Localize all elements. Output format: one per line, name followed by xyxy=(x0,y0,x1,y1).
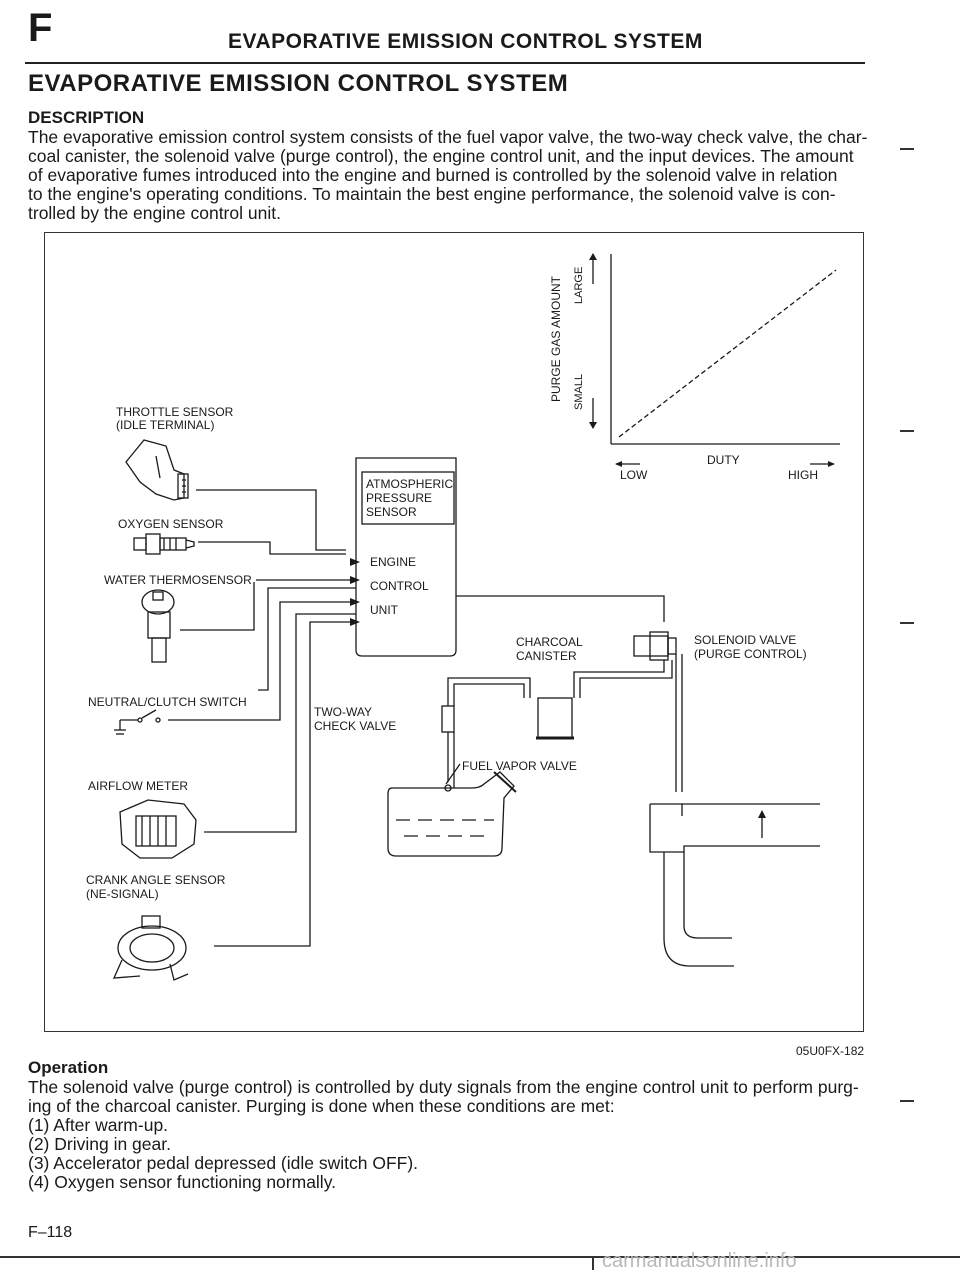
evap-system-diagram: PURGE GAS AMOUNT SMALL LARGE DUTY LOW HI… xyxy=(86,253,840,981)
arrow-head xyxy=(589,422,597,429)
throttle-sensor-sublabel: (IDLE TERMINAL) xyxy=(116,418,214,432)
crank-angle-sensor-label: CRANK ANGLE SENSOR xyxy=(86,873,226,887)
watermark: carmanualsonline.info xyxy=(602,1250,797,1272)
operation-paragraph: The solenoid valve (purge control) is co… xyxy=(28,1078,859,1192)
engine-control-unit-block: ATMOSPHERIC PRESSURE SENSOR ENGINE CONTR… xyxy=(355,457,457,657)
water-thermosensor-drawing xyxy=(141,589,175,663)
description-heading: DESCRIPTION xyxy=(28,108,145,127)
arrow-head xyxy=(828,461,835,467)
margin-mark xyxy=(900,148,914,150)
duty-graph: PURGE GAS AMOUNT SMALL LARGE DUTY LOW HI… xyxy=(549,253,840,482)
graph-y-large: LARGE xyxy=(573,267,585,304)
figure-code: 05U0FX-182 xyxy=(796,1044,865,1058)
vapor-piping xyxy=(447,654,683,792)
arrow-head xyxy=(615,461,622,467)
graph-x-high: HIGH xyxy=(788,468,818,482)
water-thermosensor-label: WATER THERMOSENSOR xyxy=(104,573,252,587)
margin-mark xyxy=(900,622,914,624)
operation-line: (1) After warm-up. xyxy=(28,1115,169,1135)
two-way-check-valve-drawing xyxy=(441,705,455,733)
graph-y-small: SMALL xyxy=(573,374,585,410)
operation-line: (3) Accelerator pedal depressed (idle sw… xyxy=(28,1153,419,1173)
solenoid-valve-drawing xyxy=(633,631,677,661)
throttle-sensor-label: THROTTLE SENSOR xyxy=(116,405,234,419)
airflow-meter-drawing xyxy=(119,799,197,859)
solenoid-valve-label: SOLENOID VALVE xyxy=(694,633,796,647)
graph-duty-line xyxy=(618,269,837,438)
fuel-tank-drawing xyxy=(387,771,517,857)
ecu-input-arrows xyxy=(350,558,360,626)
fuel-vapor-valve-label: FUEL VAPOR VALVE xyxy=(462,759,577,773)
fuel-vapor-valve-leader xyxy=(445,763,461,785)
crank-angle-sensor-drawing xyxy=(112,915,189,981)
page-number: F–118 xyxy=(28,1224,73,1241)
operation-heading: Operation xyxy=(28,1058,109,1077)
footer-tick xyxy=(592,1256,594,1270)
ecu-label-3: UNIT xyxy=(370,603,399,617)
neutral-clutch-switch-label: NEUTRAL/CLUTCH SWITCH xyxy=(88,695,247,709)
sensor-wiring xyxy=(168,489,356,947)
atm-sensor-label-2: PRESSURE xyxy=(366,491,432,505)
atm-sensor-label-1: ATMOSPHERIC xyxy=(366,477,453,491)
arrow-head xyxy=(589,253,597,260)
atm-sensor-label-3: SENSOR xyxy=(366,505,417,519)
operation-line: The solenoid valve (purge control) is co… xyxy=(28,1077,859,1097)
graph-x-low: LOW xyxy=(620,468,648,482)
oxygen-sensor-label: OXYGEN SENSOR xyxy=(118,517,224,531)
neutral-clutch-switch-drawing xyxy=(114,709,161,735)
graph-x-label: DUTY xyxy=(707,453,740,467)
description-line: The evaporative emission control system … xyxy=(28,127,868,147)
ecu-label-2: CONTROL xyxy=(370,579,429,593)
figure-frame xyxy=(44,232,864,1032)
charcoal-canister-label: CHARCOAL xyxy=(516,635,583,649)
description-line: trolled by the engine control unit. xyxy=(28,203,281,223)
description-line: coal canister, the solenoid valve (purge… xyxy=(28,146,854,166)
description-line: of evaporative fumes introduced into the… xyxy=(28,165,838,185)
description-paragraph: The evaporative emission control system … xyxy=(28,128,867,223)
description-line: to the engine's operating conditions. To… xyxy=(28,184,836,204)
crank-angle-sensor-sublabel: (NE-SIGNAL) xyxy=(86,887,159,901)
operation-line: (4) Oxygen sensor functioning normally. xyxy=(28,1172,337,1192)
ecu-label-1: ENGINE xyxy=(370,555,416,569)
margin-mark xyxy=(900,1100,914,1102)
airflow-meter-label: AIRFLOW METER xyxy=(88,779,188,793)
graph-y-label: PURGE GAS AMOUNT xyxy=(549,275,563,402)
footer-rule xyxy=(0,1256,960,1258)
two-way-check-valve-sublabel: CHECK VALVE xyxy=(314,719,396,733)
atmospheric-pressure-sensor-box xyxy=(361,471,455,525)
operation-line: (2) Driving in gear. xyxy=(28,1134,171,1154)
header-rule xyxy=(25,62,865,64)
two-way-check-valve-label: TWO-WAY xyxy=(314,705,372,719)
oxygen-sensor-drawing xyxy=(133,533,195,555)
page-title: EVAPORATIVE EMISSION CONTROL SYSTEM xyxy=(28,70,569,97)
charcoal-canister-drawing xyxy=(536,697,574,740)
ecu-output-wire xyxy=(456,595,665,622)
throttle-sensor-drawing xyxy=(125,439,189,501)
operation-line: ing of the charcoal canister. Purging is… xyxy=(28,1096,615,1116)
solenoid-valve-sublabel: (PURGE CONTROL) xyxy=(694,647,807,661)
margin-mark xyxy=(900,430,914,432)
charcoal-canister-sublabel: CANISTER xyxy=(516,649,577,663)
running-header-title: EVAPORATIVE EMISSION CONTROL SYSTEM xyxy=(228,30,703,53)
intake-manifold-drawing xyxy=(649,803,820,967)
section-letter: F xyxy=(28,6,53,50)
